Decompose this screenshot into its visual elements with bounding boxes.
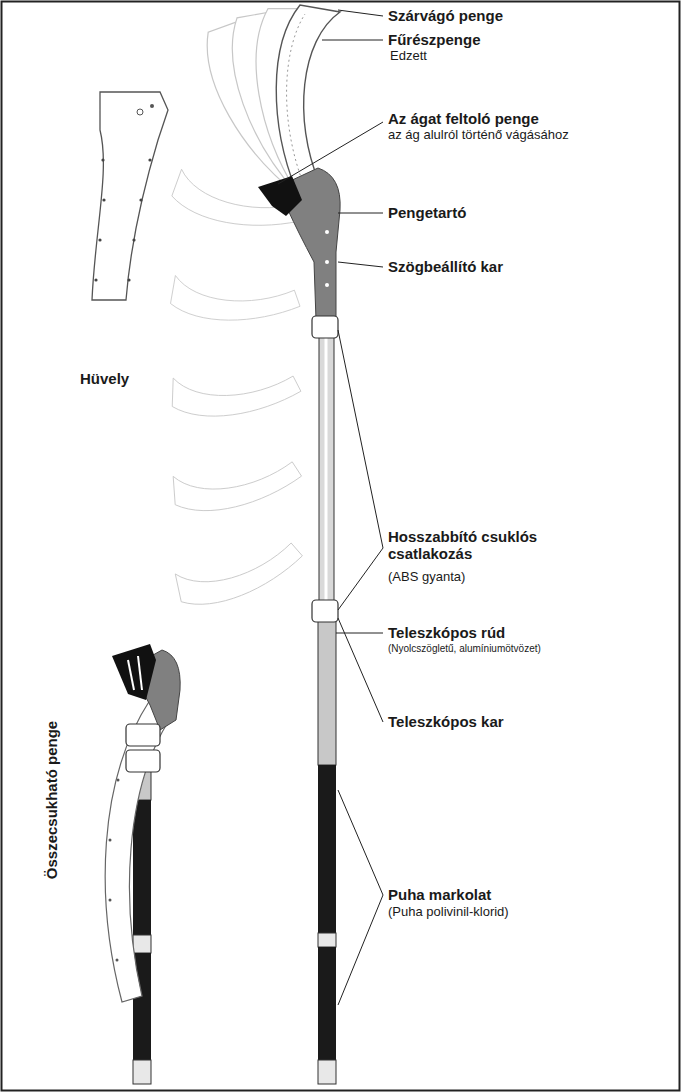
part-label: Teleszkópos rúd	[388, 624, 505, 641]
part-label: Szárvágó penge	[388, 7, 503, 24]
part-label: Szögbeállító kar	[388, 258, 503, 275]
part-label: Pengetartó	[388, 204, 466, 221]
part-label: Edzett	[390, 49, 427, 64]
part-label: (ABS gyanta)	[388, 570, 465, 585]
part-label: Puha markolat	[388, 886, 491, 903]
part-label: az ág alulról történő vágásához	[388, 128, 569, 143]
part-label: Hosszabbító csuklós csatlakozás	[388, 528, 598, 563]
part-label: Hüvely	[80, 370, 129, 387]
part-label: Teleszkópos kar	[388, 713, 504, 730]
part-label: (Puha polivinil-klorid)	[388, 905, 509, 920]
part-label: Az ágat feltoló penge	[388, 110, 539, 127]
part-label: Fűrészpenge	[388, 31, 481, 48]
part-label: Összecsukható penge	[43, 721, 60, 879]
part-label: (Nyolcszögletű, alumíniumötvözet)	[388, 643, 541, 655]
